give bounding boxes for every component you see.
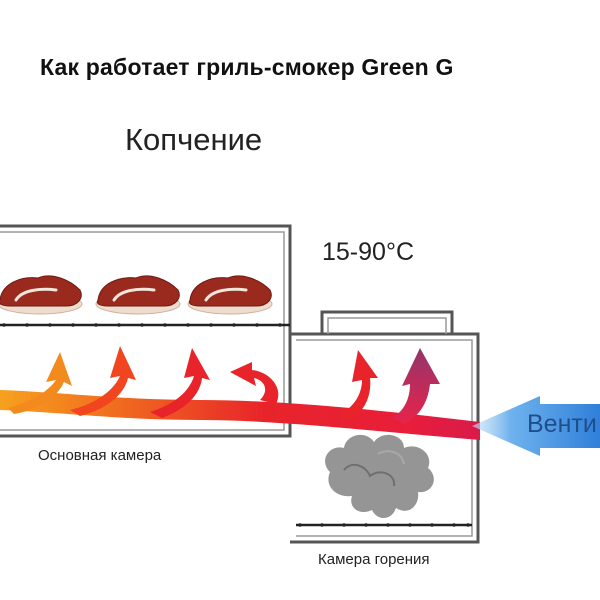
main-chamber-label: Основная камера: [38, 447, 162, 464]
ventilation-label: Венти: [527, 410, 597, 438]
temperature-label: 15-90°C: [322, 238, 414, 266]
cooking-grate: [0, 323, 290, 327]
heat-arrow-icon: [150, 348, 210, 418]
heat-arrow-icon: [392, 348, 440, 424]
heat-arrow-icon: [70, 346, 136, 416]
heat-arrow-icon: [8, 352, 72, 414]
steak-icon: [186, 274, 274, 316]
steak-icon: [0, 274, 84, 316]
heat-arrow-icon: [340, 350, 378, 420]
smoke-cloud-icon: [325, 434, 434, 519]
firebox-label: Камера горения: [318, 551, 430, 568]
main-chamber: [0, 224, 292, 438]
heat-arrow-icon: [230, 362, 279, 404]
steak-icon: [94, 274, 182, 316]
mode-label: Копчение: [125, 122, 263, 157]
heat-flow: [0, 390, 480, 440]
air-inflow-arrow-icon: [472, 396, 600, 456]
firebox-grate: [296, 523, 472, 527]
page-title: Как работает гриль-смокер Green G: [40, 54, 454, 80]
firebox-handle: [320, 310, 454, 334]
